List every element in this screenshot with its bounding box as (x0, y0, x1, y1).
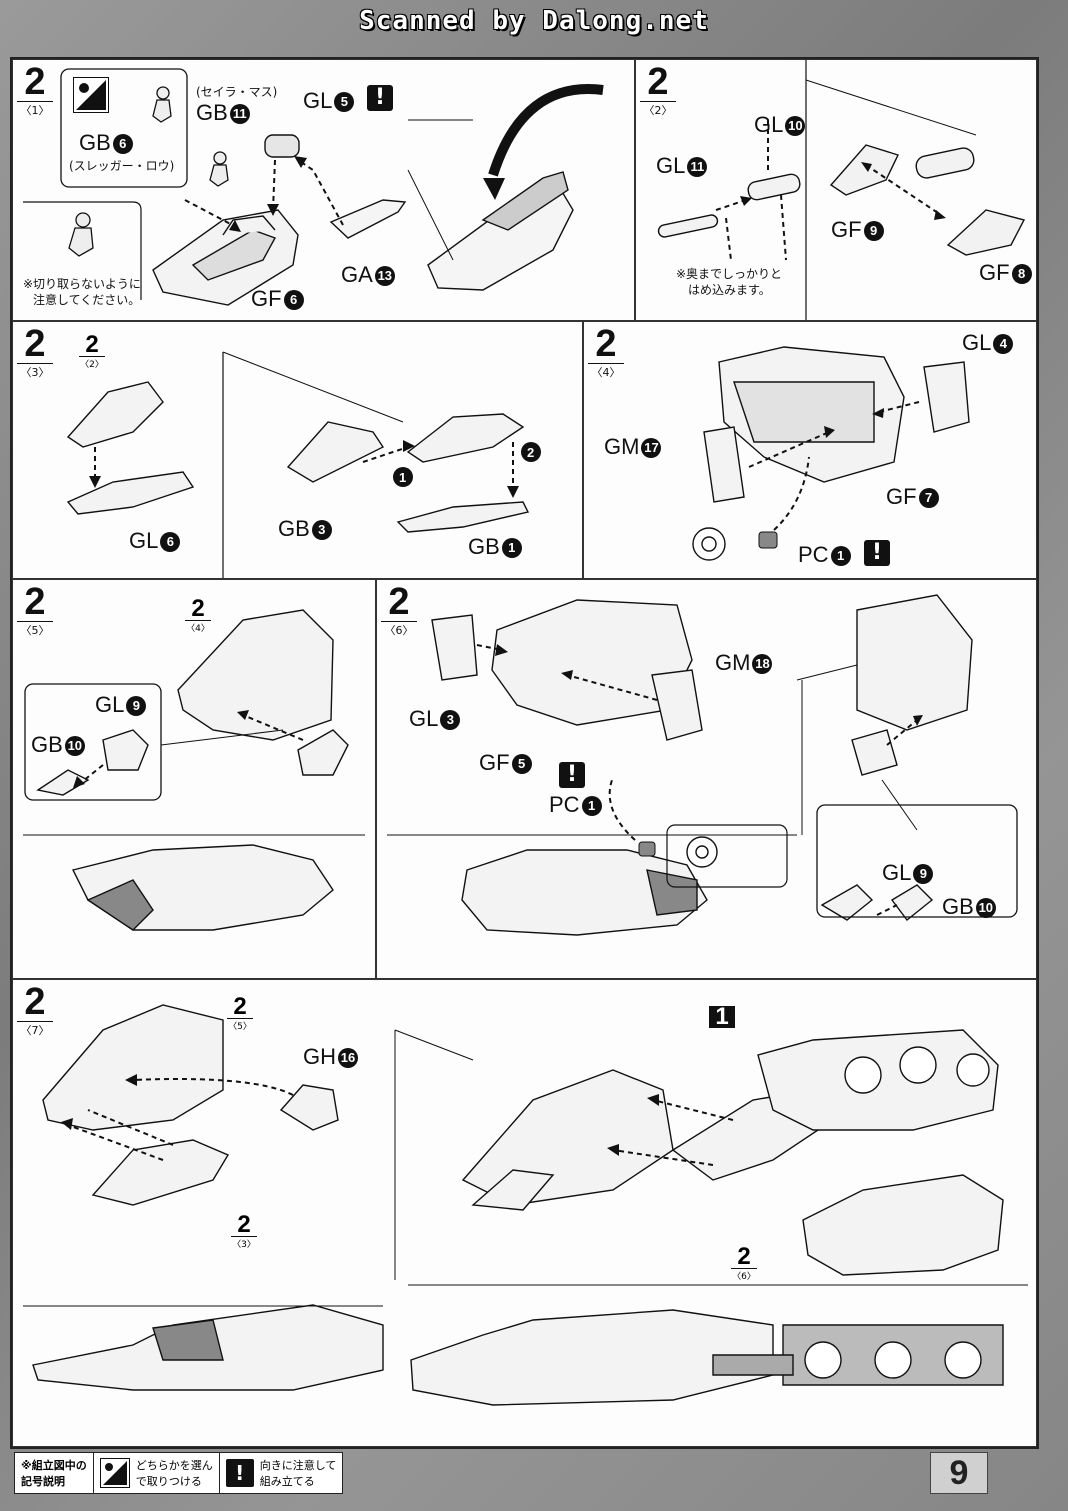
legend-orientation-text: 向きに注意して 組み立てる (259, 1459, 337, 1488)
step-2-4-label: 2 〈4〉 (588, 325, 624, 380)
choose-one-icon (99, 1458, 130, 1488)
step-2-5-label: 2 〈5〉 (17, 583, 53, 638)
step-2-2-illustration (657, 60, 1026, 320)
legend-choose-text: どちらかを選ん で取りつける (135, 1459, 213, 1488)
step-2-6-label: 2 〈6〉 (381, 583, 417, 638)
step-2-7-illustration (23, 1004, 1028, 1406)
ref-step-2-3: 2 〈3〉 (231, 1211, 257, 1250)
choose-one-symbol (102, 1461, 127, 1485)
ref-step-2-2: 2 〈2〉 (79, 331, 105, 370)
step-2-2-panel: 2 〈2〉 (635, 59, 1037, 321)
step-2-3-illustration: 1 2 (66, 351, 541, 578)
step-2-3-label: 2 〈3〉 (17, 325, 53, 380)
assembly-order-1: 1 (399, 470, 406, 485)
assembly-order-2: 2 (527, 445, 534, 460)
ref-step-1: 1 (709, 1005, 735, 1029)
step-2-5-illustration (23, 609, 365, 931)
ref-step-2-6: 2 〈6〉 (731, 1243, 757, 1282)
step-2-6-illustration (387, 594, 1018, 936)
ref-step-2-4: 2 〈4〉 (185, 595, 211, 634)
cut-warning-note-line1: ※切り取らないように (23, 277, 141, 291)
cut-warning-note-line2: 注意してください。 (33, 293, 141, 307)
orientation-warning-icon: ! (367, 85, 393, 111)
step-2-1-illustration (23, 68, 604, 306)
orientation-warning-icon: ! (864, 540, 890, 566)
pilot-b-name: (スレッガー・ロウ) (69, 159, 175, 173)
symbol-legend: ※組立図中の 記号説明 どちらかを選ん で取りつける ! 向きに注意して 組み立… (14, 1452, 344, 1494)
step-2-4-panel: 2 〈4〉 (583, 321, 1037, 579)
step-2-1-label: 2 〈1〉 (17, 63, 53, 118)
scan-credit: Scanned by Dalong.net (359, 6, 709, 36)
step-2-1-panel: 2 〈1〉 (12, 59, 635, 321)
step-2-7-label: 2 〈7〉 (17, 983, 53, 1038)
step-2-7-panel: 2 〈7〉 2 〈5〉 2 〈3〉 1 2 〈6〉 (12, 979, 1037, 1447)
orientation-warning-icon: ! (559, 762, 585, 788)
step-2-4-illustration (692, 346, 970, 561)
step-2-3-panel: 2 〈3〉 2 〈2〉 (12, 321, 583, 579)
choose-one-icon (73, 77, 109, 113)
pilot-a-name: (セイラ・マス) (196, 85, 278, 99)
instruction-sheet: 2 〈1〉 (10, 57, 1039, 1449)
step-2-6-panel: 2 〈6〉 (376, 579, 1037, 979)
choose-one-symbol (76, 80, 106, 110)
legend-choose-one: どちらかを選ん で取りつける (94, 1453, 220, 1493)
ref-step-2-5: 2 〈5〉 (227, 993, 253, 1032)
step-2-5-panel: 2 〈5〉 2 〈4〉 (12, 579, 376, 979)
legend-orientation: ! 向きに注意して 組み立てる (220, 1453, 343, 1493)
insert-note-line2: はめ込みます。 (688, 283, 771, 297)
orientation-warning-icon: ! (225, 1459, 254, 1487)
legend-title: ※組立図中の 記号説明 (15, 1453, 94, 1493)
insert-note-line1: ※奥までしっかりと (676, 267, 783, 281)
step-2-2-label: 2 〈2〉 (640, 63, 676, 118)
page-number: 9 (930, 1452, 988, 1494)
